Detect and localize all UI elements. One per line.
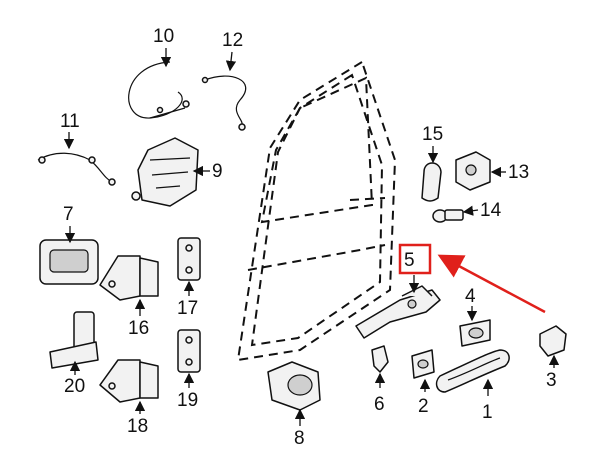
callout-1: 1 [482, 402, 493, 423]
part-13-striker[interactable] [455, 151, 491, 191]
part-4-gasket[interactable] [459, 319, 491, 347]
part-9-latch-assembly[interactable] [131, 137, 199, 207]
leader-12 [225, 51, 237, 72]
callout-15: 15 [422, 124, 443, 145]
part-18-hinge[interactable] [99, 359, 159, 403]
part-10-cable[interactable] [128, 61, 190, 119]
callout-8: 8 [294, 428, 305, 449]
callout-11: 11 [60, 111, 80, 132]
part-15-cap[interactable] [421, 162, 442, 202]
callout-7: 7 [63, 204, 74, 225]
callout-20: 20 [64, 376, 85, 397]
callout-6: 6 [374, 394, 385, 415]
part-19-striker-plate[interactable] [177, 329, 201, 373]
leader-14 [462, 205, 479, 216]
part-3-end-cap[interactable] [539, 325, 567, 357]
part-14-bolt[interactable] [432, 209, 464, 223]
part-7-interior-handle[interactable] [39, 239, 99, 285]
part-8-lock-housing[interactable] [267, 361, 321, 411]
callout-10: 10 [153, 26, 174, 47]
callout-9: 9 [212, 161, 223, 182]
callout-3: 3 [546, 370, 557, 391]
callout-2: 2 [418, 396, 429, 417]
part-20-check-strap[interactable] [49, 311, 99, 369]
part-11-cable[interactable] [37, 152, 116, 186]
part-1-exterior-handle[interactable] [435, 349, 510, 393]
part-12-cable[interactable] [201, 75, 247, 131]
callout-18: 18 [127, 416, 148, 437]
callout-5-highlight-box [398, 243, 432, 275]
part-17-striker-plate[interactable] [177, 237, 201, 281]
callout-13: 13 [508, 162, 529, 183]
callout-4: 4 [465, 286, 476, 307]
part-16-hinge[interactable] [99, 255, 159, 301]
callout-12: 12 [222, 30, 243, 51]
callout-19: 19 [177, 390, 198, 411]
callout-5: 5 [404, 250, 415, 271]
callout-16: 16 [128, 318, 149, 339]
door-outline [236, 60, 397, 362]
highlight-arrow [437, 254, 546, 314]
part-2-gasket[interactable] [411, 349, 435, 379]
part-5-handle-carrier[interactable] [355, 285, 441, 339]
callout-14: 14 [480, 200, 502, 221]
callout-17: 17 [177, 298, 198, 319]
part-6-clip[interactable] [371, 345, 389, 373]
